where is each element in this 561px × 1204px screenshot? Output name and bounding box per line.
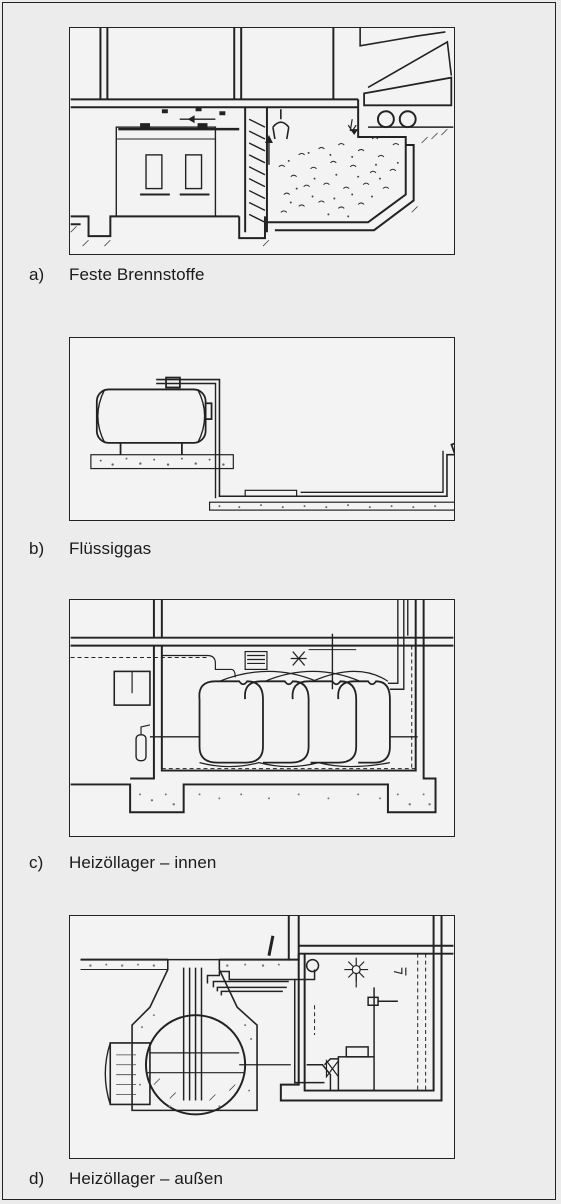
caption-b: b) Flüssiggas bbox=[29, 539, 151, 559]
diagram-lpg bbox=[69, 337, 455, 521]
indoor-oil-tanks-drawing bbox=[70, 600, 454, 814]
diagram-solid-fuels bbox=[69, 27, 455, 255]
caption-a: a) Feste Brennstoffe bbox=[29, 265, 205, 285]
outdoor-oil-tank-drawing bbox=[80, 916, 454, 1116]
caption-text: Heizöllager – außen bbox=[69, 1169, 224, 1188]
caption-letter: a) bbox=[29, 265, 45, 284]
caption-letter: b) bbox=[29, 539, 45, 558]
diagram-oil-storage-inside bbox=[69, 599, 455, 837]
caption-c: c) Heizöllager – innen bbox=[29, 853, 216, 873]
caption-text: Heizöllager – innen bbox=[69, 853, 217, 872]
caption-letter: c) bbox=[29, 853, 44, 872]
caption-d: d) Heizöllager – außen bbox=[29, 1169, 223, 1189]
lpg-tank-drawing bbox=[90, 376, 454, 511]
caption-text: Flüssiggas bbox=[69, 539, 152, 558]
caption-text: Feste Brennstoffe bbox=[69, 265, 205, 284]
caption-letter: d) bbox=[29, 1169, 45, 1188]
solid-fuel-storage-drawing bbox=[70, 28, 454, 247]
diagram-oil-storage-outside bbox=[69, 915, 455, 1159]
